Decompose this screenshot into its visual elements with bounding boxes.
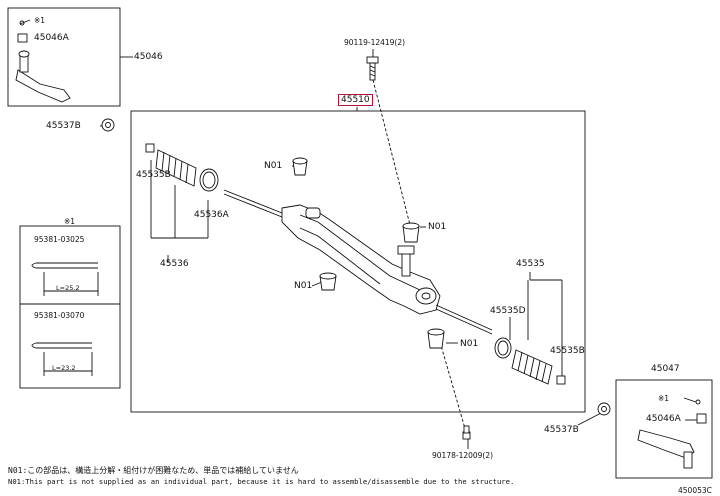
tie-rod-end-rh <box>637 397 707 469</box>
gear-assembly-label: 45510 <box>338 94 373 106</box>
bushing-b <box>402 222 420 243</box>
assembly-frame <box>130 110 586 413</box>
bushing-a <box>292 157 308 176</box>
cotter-box-mark: ※1 <box>64 217 76 226</box>
clamp-left-label: 45536A <box>194 210 229 220</box>
figure-code: 450053C <box>678 486 712 495</box>
tie-rod-end-lh <box>15 19 71 103</box>
bolt-top <box>366 56 379 81</box>
bolt-bottom-label: 90178-12009(2) <box>432 451 494 460</box>
locknut-rh <box>597 402 611 416</box>
tie-rod-end-lh-label: 45046 <box>134 52 163 62</box>
boot-right <box>511 349 553 385</box>
locknut-lh <box>101 118 115 132</box>
nut-boot-left <box>145 143 155 153</box>
nut-boot-right <box>556 375 566 385</box>
tie-rod-end-rh-box <box>615 379 713 479</box>
nut-upper-label: 45046A <box>34 33 69 43</box>
boot-right-label: 45535B <box>550 346 585 356</box>
locknut-lh-label: 45537B <box>46 121 81 131</box>
bushing-d <box>427 328 445 349</box>
locknut-rh-label: 45537B <box>544 425 579 435</box>
cotter-pin-1-part: 95381-03025 <box>34 235 85 244</box>
bushing-c <box>319 272 337 291</box>
cotter-upper-label: ※1 <box>34 16 46 25</box>
cotter-pin-1-length: L=25.2 <box>56 284 80 292</box>
bushing-a-label: N01 <box>264 161 283 171</box>
bolt-top-label: 90119-12419(2) <box>344 38 406 47</box>
clamp-right-label: 45535D <box>490 306 526 316</box>
bushing-c-label: N01 <box>294 281 313 291</box>
note-english: N01:This part is not supplied as an indi… <box>8 477 515 486</box>
cotter-pin-box <box>19 225 121 389</box>
nut-lower-label: 45046A <box>646 414 681 424</box>
note-japanese: N01:この部品は、構造上分解・組付けが困難なため、単品では補給していません <box>8 466 299 475</box>
bushing-d-label: N01 <box>460 339 479 349</box>
steering-rack <box>223 189 493 335</box>
cotter-pin-1 <box>31 262 99 296</box>
leader-lines <box>100 49 700 449</box>
boot-set-right-label: 45535 <box>516 259 545 269</box>
boot-left <box>155 149 197 187</box>
cotter-pin-2 <box>31 342 93 376</box>
boot-set-left-label: 45536 <box>160 259 189 269</box>
cotter-pin-2-part: 95381-03070 <box>34 311 85 320</box>
bushing-b-label: N01 <box>428 222 447 232</box>
bolt-bottom <box>462 425 471 440</box>
boot-left-label: 45535B <box>136 170 171 180</box>
tie-rod-end-rh-label: 45047 <box>651 364 680 374</box>
cotter-lower-label: ※1 <box>658 394 670 403</box>
bolt-dashed-lines <box>372 79 467 433</box>
cotter-pin-2-length: L=23.2 <box>52 364 76 372</box>
